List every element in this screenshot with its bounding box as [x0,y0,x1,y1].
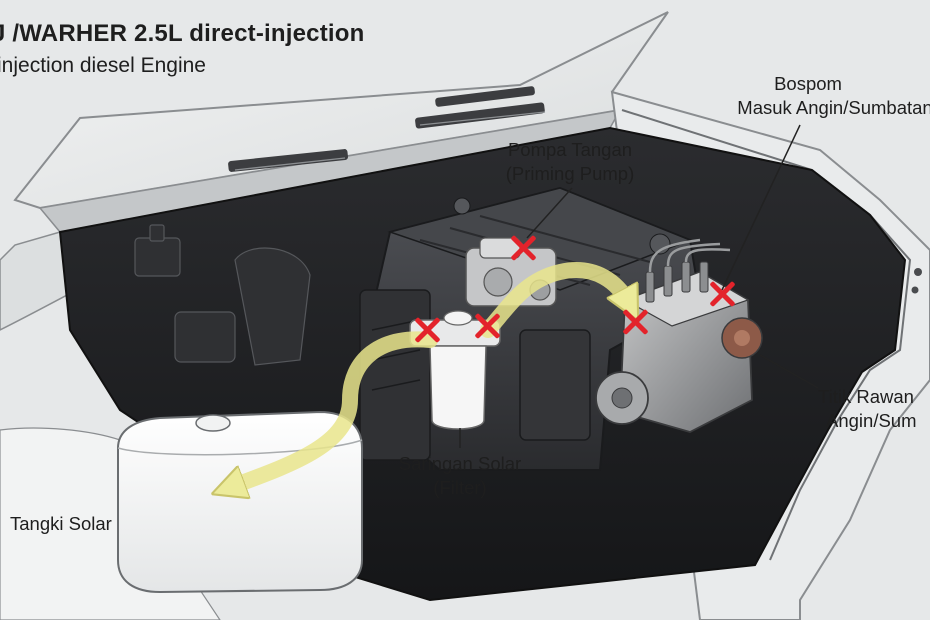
injection-pump [595,238,763,433]
fuel-tank-callout: Tangki Solar [10,512,112,536]
fuel-flow-arrows [228,262,630,488]
filter-inlet-air-leak-marker [413,316,441,344]
callout-leader-lines [526,124,819,389]
injection-pump-air-leak-marker [708,280,736,308]
pump-inlet-air-leak-marker [621,308,649,336]
weak-point-callout-desc: Angin/Sum [826,410,917,431]
weak-point-callout-name: Titik Rawan [818,386,914,407]
priming-pump-callout: Pompa Tangan (Priming Pump) [480,138,660,186]
filter-callout-desc: (Filter) [433,477,487,498]
weak-point-callout: Titik Rawan Angin/Sum [818,385,917,433]
filter-callout-name: Saringan Solar [398,453,522,474]
priming-pump-air-leak-marker [509,234,537,262]
page-subtitle: injection diesel Engine [0,54,206,77]
bay-components [134,224,311,366]
priming-pump-callout-desc: (Priming Pump) [505,163,635,184]
filter-outlet-air-leak-marker [473,312,501,340]
bospom-callout: Bospom Masuk Angin/Sumbatan [700,72,930,120]
page-title: J /WARHER 2.5L direct-injection [0,20,365,47]
fuel-tank-callout-name: Tangki Solar [10,513,112,534]
bospom-callout-name: Bospom [774,73,842,94]
filter-callout: Saringan Solar (Filter) [395,452,525,500]
priming-pump-callout-name: Pompa Tangan [507,139,633,160]
bospom-callout-desc: Masuk Angin/Sumbatan [737,97,930,118]
hood-lid [13,11,669,233]
